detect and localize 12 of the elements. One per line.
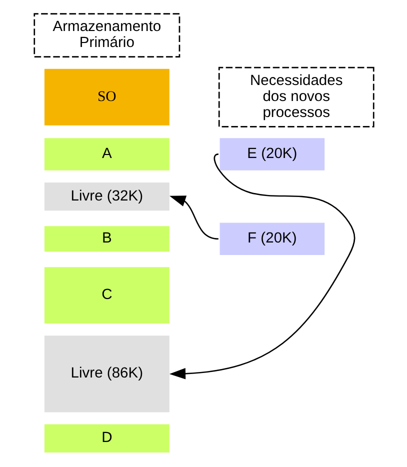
node-box: SO (42, 68, 170, 127)
arrow (168, 196, 218, 240)
node-box: D (42, 422, 170, 454)
node-box: Livre (32K) (42, 181, 170, 212)
node-box: B (42, 224, 170, 253)
node-box: Livre (86K) (42, 334, 170, 414)
node-box: E (20K) (218, 136, 326, 172)
node-box: Necessidades dos novos processos (218, 66, 374, 128)
node-box: C (42, 266, 170, 325)
node-box: Armazenamento Primário (33, 13, 180, 58)
node-box: F (20K) (218, 221, 326, 256)
node-box: A (42, 136, 170, 172)
